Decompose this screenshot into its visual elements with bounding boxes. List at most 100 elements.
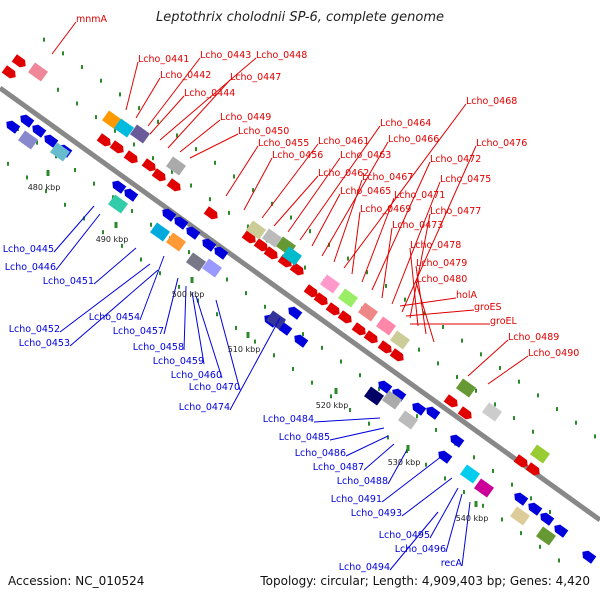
forward-label: Lcho_0476: [476, 138, 527, 149]
forward-gene: [303, 284, 318, 298]
forward-label: Lcho_0469: [360, 204, 411, 215]
feature-box: [390, 330, 410, 350]
reverse-gene: [202, 238, 217, 252]
forward-label: Lcho_0475: [440, 174, 491, 185]
forward-label: Lcho_0450: [238, 126, 289, 137]
feature-box: [108, 194, 128, 214]
leader-line: [311, 193, 341, 247]
forward-gene: [1, 65, 16, 79]
leader-line: [333, 179, 363, 263]
leader-line: [189, 133, 239, 159]
reverse-label: recA: [441, 558, 463, 569]
label-leaders: [51, 21, 529, 571]
leader-line: [55, 213, 101, 271]
leader-line: [261, 143, 319, 219]
forward-label: Lcho_0444: [184, 88, 235, 99]
leader-line: [159, 57, 257, 141]
forward-gene: [96, 133, 111, 147]
kbp-marker: 480 kbp: [28, 183, 61, 192]
reverse-gene: [162, 208, 177, 222]
feature-box: [364, 386, 384, 406]
forward-label: Lcho_0471: [394, 190, 445, 201]
forward-label: groEL: [490, 316, 518, 327]
reverse-label: Lcho_0486: [295, 448, 346, 459]
leader-line: [405, 309, 475, 317]
reverse-label: Lcho_0495: [379, 530, 430, 541]
reverse-gene: [6, 120, 21, 134]
leader-line: [229, 317, 281, 411]
forward-gene: [253, 238, 268, 252]
leader-line: [391, 181, 441, 305]
feature-box: [474, 478, 494, 498]
forward-label: holA: [456, 290, 477, 301]
leader-line: [409, 247, 419, 327]
leader-line: [195, 295, 223, 379]
leader-line: [487, 355, 529, 385]
leader-line: [429, 487, 459, 539]
kbp-marker: 530 kbp: [388, 458, 421, 467]
reverse-gene: [278, 322, 293, 336]
forward-label: Lcho_0448: [256, 50, 307, 61]
forward-gene: [141, 158, 156, 172]
reverse-label: Lcho_0445: [3, 244, 54, 255]
feature-box: [460, 464, 480, 484]
reverse-label: Lcho_0470: [189, 382, 240, 393]
feature-box: [246, 220, 266, 240]
leader-line: [371, 161, 431, 291]
leader-line: [387, 447, 409, 485]
reverse-gene: [20, 114, 35, 128]
feature-box: [202, 258, 222, 278]
leader-line: [179, 119, 221, 153]
forward-gene: [109, 140, 124, 154]
reverse-gene: [288, 306, 303, 320]
reverse-gene: [450, 434, 465, 448]
forward-label: Lcho_0461: [318, 136, 369, 147]
feature-box: [50, 142, 70, 162]
leader-line: [381, 455, 443, 503]
reverse-gene: [540, 512, 555, 526]
forward-label: Lcho_0462: [318, 168, 369, 179]
feature-box: [166, 156, 186, 176]
leader-line: [183, 285, 187, 351]
forward-label: Lcho_0467: [362, 172, 413, 183]
forward-label: Lcho_0479: [416, 258, 467, 269]
reverse-label: Lcho_0460: [171, 370, 222, 381]
feature-box: [262, 228, 282, 248]
leader-line: [467, 339, 509, 377]
forward-gene: [457, 406, 472, 420]
leader-line: [313, 417, 381, 423]
leader-line: [461, 501, 471, 567]
forward-gene: [325, 302, 340, 316]
feature-box: [382, 390, 402, 410]
reverse-label: Lcho_0454: [89, 312, 140, 323]
forward-label: Lcho_0456: [272, 150, 323, 161]
leader-line: [363, 443, 395, 471]
leader-line: [329, 427, 385, 441]
feature-box: [456, 378, 476, 398]
leader-line: [345, 435, 389, 457]
reverse-gene: [124, 188, 139, 202]
reverse-label: Lcho_0459: [153, 356, 204, 367]
forward-gene: [377, 340, 392, 354]
reverse-label: Lcho_0474: [179, 402, 230, 413]
genome-title: Leptothrix cholodnii SP-6, complete geno…: [156, 10, 444, 25]
leader-line: [401, 477, 453, 517]
feature-box: [376, 316, 396, 336]
leader-line: [59, 263, 151, 333]
leader-line: [215, 299, 241, 391]
reverse-label: Lcho_0485: [279, 432, 330, 443]
forward-label: Lcho_0455: [258, 138, 309, 149]
leader-line: [273, 175, 319, 227]
forward-gene: [203, 206, 218, 220]
kbp-marker: 520 kbp: [316, 401, 349, 410]
feature-box: [510, 506, 530, 526]
genome-backbone: [0, 85, 600, 523]
forward-gene: [351, 322, 366, 336]
kbp-marker: 490 kbp: [96, 235, 129, 244]
reverse-gene: [582, 550, 597, 564]
reverse-label: Lcho_0494: [339, 562, 390, 573]
reverse-gene: [186, 226, 201, 240]
forward-label: Lcho_0480: [416, 274, 467, 285]
